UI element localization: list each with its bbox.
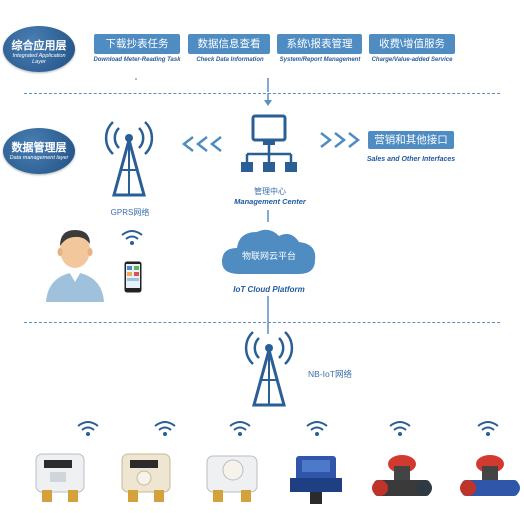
charge-service-caption: Charge/Value-added Service xyxy=(371,57,453,63)
app-layer-divider xyxy=(24,93,500,94)
management-center-label: 管理中心 xyxy=(254,187,286,196)
iot-cloud-label: 物联网云平台 xyxy=(241,251,296,261)
water-meter-white-icon xyxy=(35,453,85,502)
app-layer-title: 综合应用层 xyxy=(11,40,67,52)
data-layer-title: 数据管理层 xyxy=(11,142,67,154)
smartphone-icon xyxy=(124,261,142,293)
bulk-water-meter-blue-icon xyxy=(460,455,520,496)
app-layer-subtitle: Integrated Application Layer xyxy=(12,53,66,65)
water-meter-blue-icon xyxy=(290,456,342,504)
system-report-caption: System/Report Management xyxy=(279,57,361,63)
gprs-label: GPRS网络 xyxy=(110,208,150,217)
cloud-icon xyxy=(221,229,316,274)
right-arrows-icon xyxy=(320,132,361,148)
management-center-sublabel: Management Center xyxy=(234,197,306,206)
nbiot-label: NB-IoT网络 xyxy=(308,369,352,379)
system-report-button[interactable]: 系统\报表管理 xyxy=(277,34,362,54)
user-avatar-icon xyxy=(46,230,104,302)
gprs-tower-icon xyxy=(104,121,154,197)
water-meter-cream-icon xyxy=(121,453,171,502)
wifi-icon xyxy=(121,230,143,245)
left-arrows-icon xyxy=(181,136,222,152)
check-data-caption: Check Data Information xyxy=(196,57,264,63)
water-meter-white-icon xyxy=(206,455,258,502)
download-task-button[interactable]: 下载抄表任务 xyxy=(94,34,180,54)
app-layer-badge: 综合应用层 Integrated Application Layer xyxy=(3,26,75,72)
bulk-water-meter-red-icon xyxy=(372,455,432,496)
data-layer-subtitle: Data management layer xyxy=(9,155,69,161)
charge-service-button[interactable]: 收费\增值服务 xyxy=(369,34,455,54)
data-layer-badge: 数据管理层 Data management layer xyxy=(3,128,75,174)
iot-cloud-sublabel: IoT Cloud Platform xyxy=(233,285,305,294)
sales-interface-sublabel: Sales and Other Interfaces xyxy=(366,156,456,163)
nbiot-tower-icon xyxy=(244,331,294,407)
download-task-caption: Download Meter-Reading Task xyxy=(93,57,181,63)
data-layer-divider xyxy=(24,322,500,323)
sales-interface-button[interactable]: 营销和其他接口 xyxy=(368,131,454,149)
meter-wifi-icons xyxy=(77,421,499,436)
check-data-button[interactable]: 数据信息查看 xyxy=(188,34,270,54)
management-center-icon xyxy=(241,114,297,172)
